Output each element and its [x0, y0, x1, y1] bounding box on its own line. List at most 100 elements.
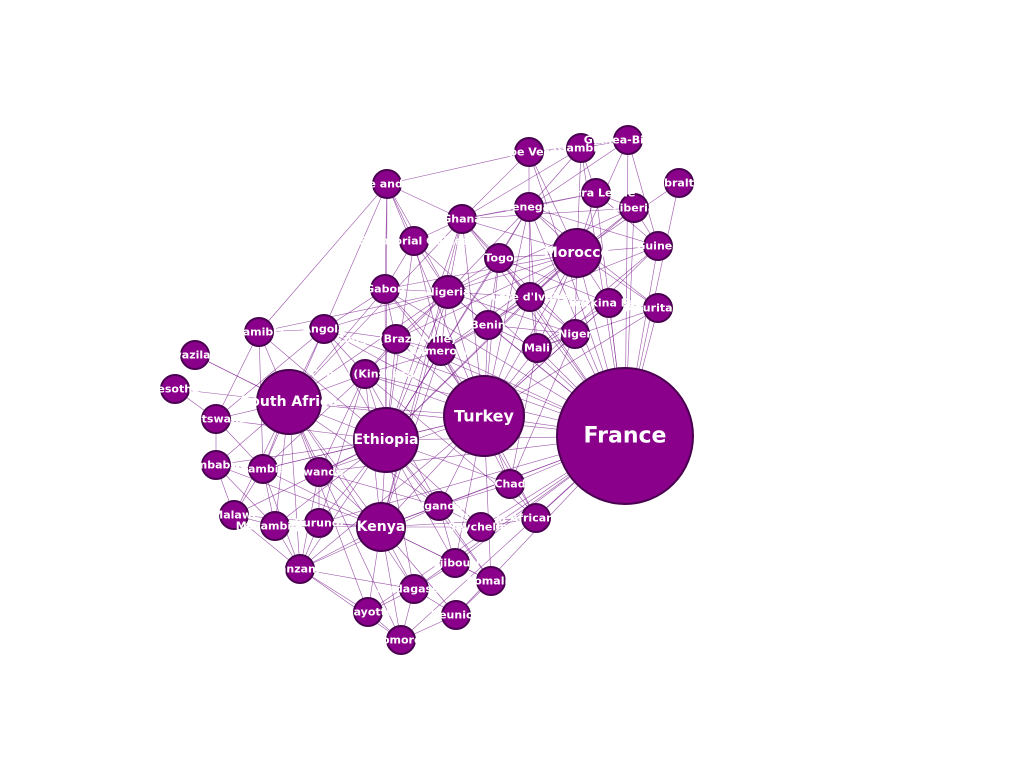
node-circle-equatorial-guinea[interactable] [399, 226, 429, 256]
node-circle-guinea-bissau[interactable] [613, 125, 643, 155]
edge-senegal-guinea-bissau [528, 139, 629, 208]
node-circle-mayotte[interactable] [353, 597, 383, 627]
node-circle-rwanda[interactable] [304, 457, 334, 487]
node-gabon[interactable]: Gabon [365, 274, 405, 304]
node-circle-benin[interactable] [473, 310, 503, 340]
node-circle-south-africa[interactable] [256, 369, 322, 435]
node-circle-senegal[interactable] [514, 192, 544, 222]
node-circle-uganda[interactable] [424, 491, 454, 521]
node-somalia[interactable]: Somalia [466, 566, 516, 596]
node-chad[interactable]: Chad [494, 469, 526, 499]
node-burkina[interactable]: Burkina Faso [569, 288, 650, 318]
node-circle-burkina[interactable] [594, 288, 624, 318]
node-equatorial-guinea[interactable]: Equatorial Guinea [358, 226, 470, 256]
node-circle-zimbabwe[interactable] [201, 450, 231, 480]
node-circle-swaziland[interactable] [180, 340, 210, 370]
node-circle-madagascar[interactable] [399, 574, 429, 604]
node-circle-niger[interactable] [560, 319, 590, 349]
node-circle-botswana[interactable] [201, 404, 231, 434]
node-circle-gabon[interactable] [370, 274, 400, 304]
node-sao-tome[interactable]: Sao Tome and Principe [317, 169, 458, 199]
node-ethiopia[interactable]: Ethiopia [353, 407, 419, 473]
node-circle-car[interactable] [521, 503, 551, 533]
node-circle-sierra-leone[interactable] [581, 178, 611, 208]
node-circle-cote-divoire[interactable] [515, 282, 545, 312]
edge-cote-divoire-guinea [529, 245, 659, 298]
node-circle-mali[interactable] [522, 333, 552, 363]
node-circle-reunion[interactable] [441, 600, 471, 630]
edge-ghana-liberia [461, 207, 635, 220]
node-circle-zambia[interactable] [248, 454, 278, 484]
node-circle-cape-verde[interactable] [514, 137, 544, 167]
node-botswana[interactable]: Botswana [186, 404, 247, 434]
node-circle-tanzania[interactable] [285, 554, 315, 584]
node-mayotte[interactable]: Mayotte [343, 597, 394, 627]
edge-angola-botswana [215, 328, 325, 420]
edge-congo-kinshasa-rwanda [318, 373, 366, 473]
edge-morocco-gabon [384, 252, 578, 290]
node-congo-kinshasa[interactable]: Congo (Kinshasa) [311, 359, 420, 389]
edge-south-africa-madagascar [288, 401, 415, 590]
node-uganda[interactable]: Uganda [415, 491, 463, 521]
node-guinea-bissau[interactable]: Guinea-Bissau [584, 125, 672, 155]
node-circle-gambia[interactable] [566, 133, 596, 163]
node-circle-mauritania[interactable] [643, 293, 673, 323]
node-zambia[interactable]: Zambia [240, 454, 286, 484]
node-circle-somalia[interactable] [476, 566, 506, 596]
node-circle-gibraltar[interactable] [664, 168, 694, 198]
node-liberia[interactable]: Liberia [613, 193, 656, 223]
node-swaziland[interactable]: Swaziland [164, 340, 227, 370]
node-senegal[interactable]: Senegal [504, 192, 554, 222]
node-burundi[interactable]: Burundi [295, 508, 344, 538]
node-lesotho[interactable]: Lesotho [150, 374, 200, 404]
node-namibia[interactable]: Namibia [234, 317, 285, 347]
node-circle-togo[interactable] [484, 243, 514, 273]
node-turkey[interactable]: Turkey [443, 375, 525, 457]
node-circle-seychelles[interactable] [466, 512, 496, 542]
node-gibraltar[interactable]: Gibraltar [651, 168, 707, 198]
node-circle-kenya[interactable] [356, 502, 406, 552]
edge-morocco-congo-brazzaville [395, 252, 578, 340]
node-circle-chad[interactable] [495, 469, 525, 499]
node-circle-congo-brazzaville[interactable] [381, 324, 411, 354]
node-reunion[interactable]: Reunion [431, 600, 482, 630]
node-circle-congo-kinshasa[interactable] [350, 359, 380, 389]
node-france[interactable]: France [556, 367, 694, 505]
node-comoros[interactable]: Comoros [374, 625, 429, 655]
node-circle-namibia[interactable] [244, 317, 274, 347]
node-circle-angola[interactable] [309, 314, 339, 344]
node-circle-guinea[interactable] [643, 231, 673, 261]
node-circle-comoros[interactable] [386, 625, 416, 655]
node-mali[interactable]: Mali [522, 333, 552, 363]
node-mauritania[interactable]: Mauritania [624, 293, 692, 323]
node-circle-cameroon[interactable] [426, 336, 456, 366]
edge-kenya-nigeria [380, 291, 449, 528]
node-circle-france[interactable] [556, 367, 694, 505]
node-circle-liberia[interactable] [619, 193, 649, 223]
node-circle-lesotho[interactable] [160, 374, 190, 404]
edge-cote-divoire-senegal [528, 206, 531, 298]
node-circle-djibouti[interactable] [440, 548, 470, 578]
node-cape-verde[interactable]: Cape Verde [494, 137, 565, 167]
node-madagascar[interactable]: Madagascar [377, 574, 452, 604]
node-togo[interactable]: Togo [484, 243, 514, 273]
node-circle-morocco[interactable] [552, 228, 602, 278]
edge-namibia-botswana [215, 331, 260, 420]
node-zimbabwe[interactable]: Zimbabwe [184, 450, 248, 480]
node-circle-sao-tome[interactable] [372, 169, 402, 199]
node-djibouti[interactable]: Djibouti [431, 548, 480, 578]
node-malawi[interactable]: Malawi [212, 500, 256, 530]
node-circle-turkey[interactable] [443, 375, 525, 457]
node-circle-nigeria[interactable] [431, 275, 465, 309]
node-circle-ethiopia[interactable] [353, 407, 419, 473]
node-circle-burundi[interactable] [304, 508, 334, 538]
node-guinea[interactable]: Guinea [636, 231, 680, 261]
edge-ethiopia-ghana [385, 218, 463, 441]
node-ghana[interactable]: Ghana [442, 204, 482, 234]
node-circle-ghana[interactable] [447, 204, 477, 234]
node-south-africa[interactable]: South Africa [240, 369, 338, 435]
node-circle-mozambique[interactable] [260, 511, 290, 541]
node-circle-malawi[interactable] [219, 500, 249, 530]
node-kenya[interactable]: Kenya [356, 502, 406, 552]
